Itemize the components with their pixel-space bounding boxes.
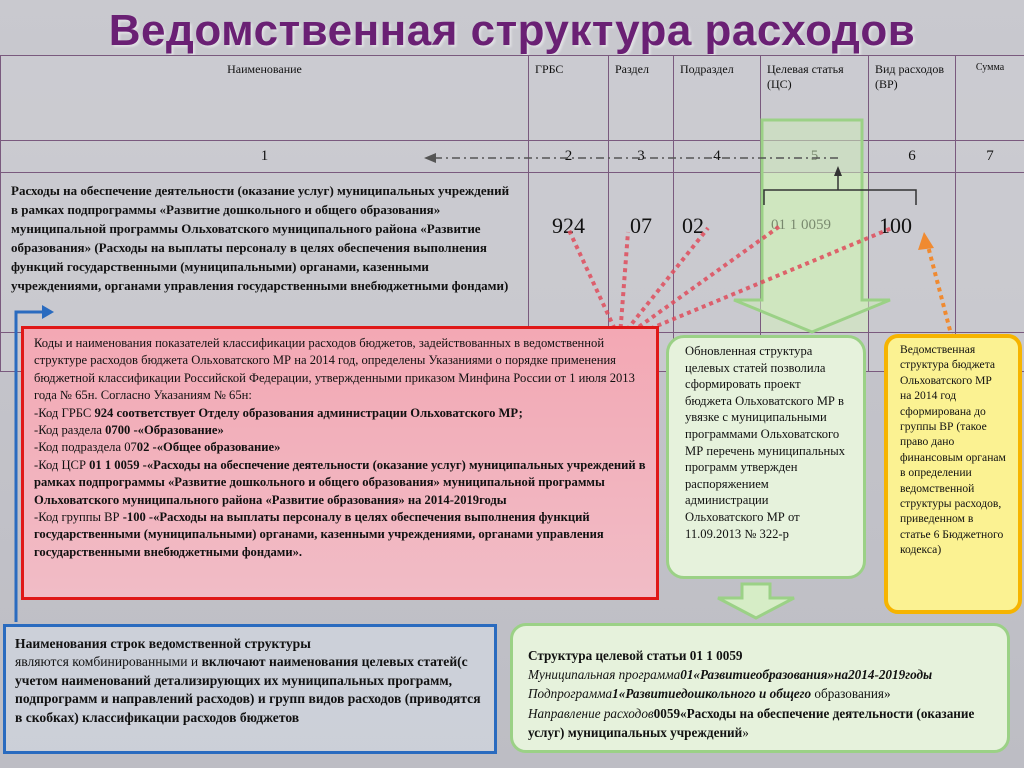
green-down-arrow-2 <box>717 582 795 620</box>
row-summa-cell <box>955 172 1024 333</box>
green-box-2-subprogram: Подпрограмма1«Развитиедошкольного и обще… <box>528 686 891 702</box>
header-grbs: ГРБС <box>528 55 609 141</box>
green-box-2-heading: Структура целевой статьи 01 1 0059 <box>528 648 743 663</box>
yellow-note-box: Ведомственная структура бюджета Ольховат… <box>884 334 1022 614</box>
blue-box-heading: Наименования строк ведомственной структу… <box>15 636 311 651</box>
header-summa: Сумма <box>955 55 1024 141</box>
blue-box-body: являются комбинированными и включают наи… <box>15 654 481 725</box>
green-box-2-program: Муниципальная программа01«Развитиеобразо… <box>528 667 933 683</box>
col-num-6: 6 <box>868 140 956 173</box>
red-box-line-razdel: -Код раздела 0700 -«Образование» <box>34 423 224 438</box>
row-cs-cell: 01 1 0059 <box>760 172 869 333</box>
col-num-1: 1 <box>0 140 529 173</box>
row-vr-cell: 100 <box>868 172 956 333</box>
table-number-row: 1 2 3 4 5 6 7 <box>0 140 1024 173</box>
header-razdel: Раздел <box>608 55 674 141</box>
red-box-line-csr: -Код ЦСР 01 1 0059 -«Расходы на обеспече… <box>34 457 646 507</box>
target-article-structure-box: Структура целевой статьи 01 1 0059 Муниц… <box>510 623 1010 753</box>
col-num-3: 3 <box>608 140 674 173</box>
red-explanation-box: Коды и наименования показателей классифи… <box>21 326 659 600</box>
row-grbs-cell: 924 <box>528 172 609 333</box>
expense-structure-table: Наименование ГРБС Раздел Подраздел Целев… <box>0 55 1024 372</box>
red-box-line-vr: -Код группы ВР -100 -«Расходы на выплаты… <box>34 510 604 559</box>
green-box-2-direction: Направление расходов0059«Расходы на обес… <box>528 705 975 740</box>
row-razdel-cell: 07 <box>608 172 674 333</box>
header-name: Наименование <box>0 55 529 141</box>
red-box-line-podrazdel: -Код подраздела 0702 -«Общее образование… <box>34 440 281 455</box>
header-vr: Вид расходов (ВР) <box>868 55 956 141</box>
green-structure-box: Обновленная структура целевых статей поз… <box>666 335 866 579</box>
table-header-row: Наименование ГРБС Раздел Подраздел Целев… <box>0 55 1024 141</box>
red-box-line-grbs: -Код ГРБС 924 соответствует Отделу образ… <box>34 405 523 420</box>
blue-naming-box: Наименования строк ведомственной структу… <box>3 624 497 754</box>
col-num-4: 4 <box>673 140 761 173</box>
header-cs: Целевая статья (ЦС) <box>760 55 869 141</box>
table-row: Расходы на обеспечение деятельности (ока… <box>0 172 1024 333</box>
col-num-5: 5 <box>760 140 869 173</box>
col-num-7: 7 <box>955 140 1024 173</box>
row-podrazdel-cell: 02 <box>673 172 761 333</box>
red-box-intro: Коды и наименования показателей классифи… <box>34 336 635 403</box>
page-title: Ведомственная структура расходов <box>108 6 916 55</box>
col-num-2: 2 <box>528 140 609 173</box>
row-name-cell: Расходы на обеспечение деятельности (ока… <box>0 172 529 333</box>
header-podrazdel: Подраздел <box>673 55 761 141</box>
